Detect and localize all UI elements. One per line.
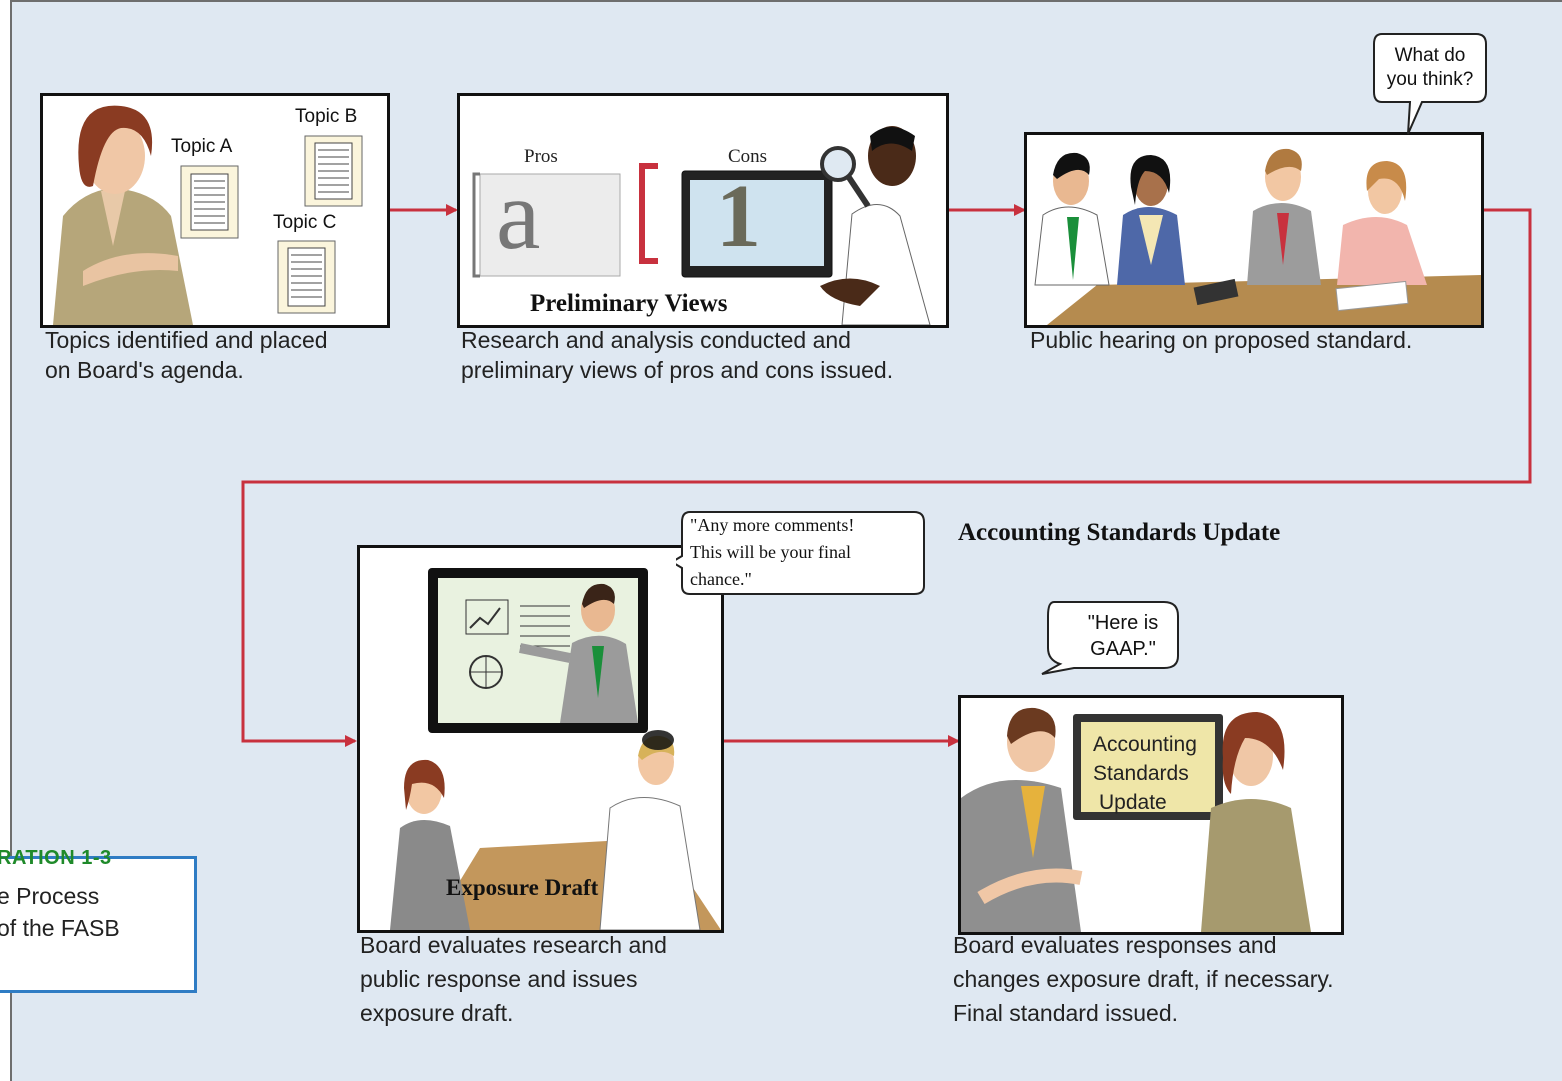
step3-caption: Public hearing on proposed standard. — [1030, 323, 1412, 357]
step5-bubble: "Here is GAAP." — [1068, 610, 1178, 662]
illustration-title-line1: e Process — [0, 883, 100, 909]
person-3 — [1247, 148, 1321, 285]
topic-b-document — [304, 135, 363, 207]
step4-caption: Board evaluates research and public resp… — [360, 928, 667, 1030]
final-standard-illustration — [961, 707, 1311, 932]
topic-a-label: Topic A — [171, 136, 233, 157]
svg-text:a: a — [496, 159, 540, 270]
panel-topics: Topic A Topic B Topic C — [40, 93, 390, 328]
step1-caption: Topics identified and placed on Board's … — [45, 323, 328, 387]
step1-caption-line1: Topics identified and placed — [45, 327, 328, 353]
panel-preliminary-views: a 1 Pros Cons Preliminary Views — [457, 93, 949, 328]
man-presenter — [961, 707, 1083, 932]
step4-bubble-line1: "Any more comments! — [690, 515, 855, 535]
topic-c-label: Topic C — [273, 212, 337, 233]
cons-monitor: 1 — [681, 167, 833, 278]
board-line2: Standards — [1093, 762, 1189, 785]
paper — [1335, 280, 1409, 312]
step3-caption-line1: Public hearing on proposed standard. — [1030, 327, 1413, 353]
exposure-draft-title: Exposure Draft — [446, 875, 599, 900]
woman-standing — [1201, 712, 1311, 932]
any-more-comments-bubble — [676, 511, 925, 595]
step4-bubble-line2: This will be your final — [690, 542, 851, 562]
step5-caption-line2: changes exposure draft, if necessary. — [953, 966, 1334, 992]
topic-a-document — [180, 165, 239, 239]
step4-caption-line1: Board evaluates research and — [360, 932, 667, 958]
here-is-gaap-bubble — [1041, 601, 1179, 675]
seated-woman — [390, 759, 470, 930]
topic-c-document — [277, 240, 336, 314]
step2-caption-line2: preliminary views of pros and cons issue… — [461, 357, 894, 383]
accounting-standards-update-heading: Accounting Standards Update — [958, 519, 1281, 546]
public-hearing-illustration — [1034, 148, 1481, 325]
step5-bubble-line1: "Here is — [1087, 612, 1159, 634]
person-4 — [1337, 161, 1427, 285]
exposure-draft-illustration — [390, 568, 721, 930]
topic-b-label: Topic B — [295, 106, 358, 127]
seated-men — [599, 730, 701, 930]
svg-text:1: 1 — [716, 167, 761, 266]
preliminary-views-illustration: a 1 — [472, 126, 931, 325]
step4-caption-line3: exposure draft. — [360, 1000, 514, 1026]
standards-board-sign — [1073, 714, 1223, 820]
step5-bubble-line2: GAAP." — [1090, 638, 1156, 660]
panel-public-hearing — [1024, 132, 1484, 328]
woman-figure — [53, 105, 193, 325]
panel-exposure-draft: Exposure Draft — [357, 545, 724, 933]
arrow-step3-to-step4 — [241, 208, 1532, 747]
cons-label: Cons — [728, 146, 768, 167]
preliminary-views-title: Preliminary Views — [530, 290, 728, 317]
tablet — [1193, 278, 1239, 306]
step2-caption-line1: Research and analysis conducted and — [461, 327, 851, 353]
step5-caption: Board evaluates responses and changes ex… — [953, 928, 1334, 1030]
step4-bubble: "Any more comments! This will be your fi… — [690, 512, 854, 593]
pros-label: Pros — [524, 146, 558, 167]
board-line3: Update — [1099, 791, 1167, 814]
step5-caption-line3: Final standard issued. — [953, 1000, 1179, 1026]
board-line1: Accounting — [1093, 733, 1197, 756]
step2-caption: Research and analysis conducted and prel… — [461, 323, 893, 387]
red-bracket — [639, 163, 658, 264]
person-1 — [1034, 152, 1110, 286]
what-do-you-think-bubble — [1373, 33, 1487, 135]
step4-bubble-line3: chance." — [690, 569, 752, 589]
topics-illustration — [53, 105, 363, 325]
step1-caption-line2: on Board's agenda. — [45, 357, 244, 383]
man-with-magnifier — [820, 126, 931, 325]
step5-caption-line1: Board evaluates responses and — [953, 932, 1277, 958]
board-sign-text: Accounting Standards Update — [1093, 730, 1197, 817]
illustration-title-line2: of the FASB — [0, 915, 120, 941]
presenter — [519, 583, 638, 723]
illustration-number: RATION 1-3 — [0, 847, 112, 869]
step3-bubble-text: What do you think? — [1386, 45, 1474, 90]
pros-monitor: a — [472, 159, 621, 278]
illustration-label-box: RATION 1-3 e Process of the FASB — [0, 847, 197, 993]
panel-final-standard: Accounting Standards Update — [958, 695, 1344, 935]
person-2 — [1117, 155, 1185, 285]
step4-caption-line2: public response and issues — [360, 966, 638, 992]
